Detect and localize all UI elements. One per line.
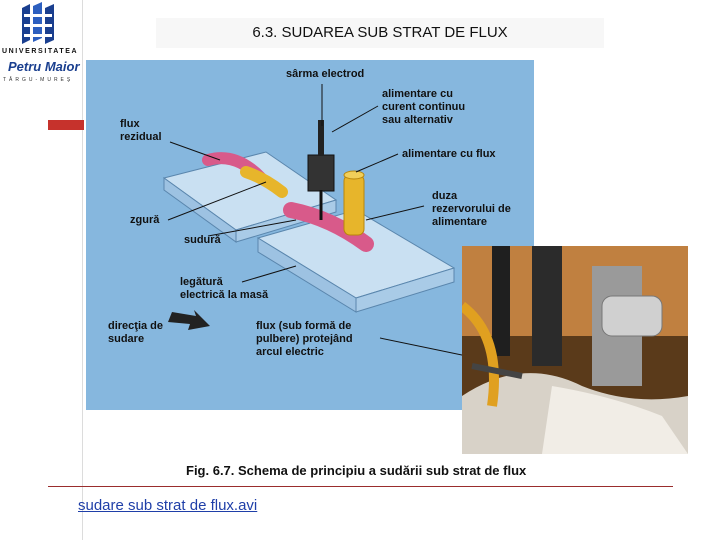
logo-name-text: Petru Maior xyxy=(8,59,80,74)
video-link[interactable]: sudare sub strat de flux.avi xyxy=(78,497,258,514)
label-sarma-electrod: sârma electrod xyxy=(286,68,365,80)
slide-title: 6.3. SUDAREA SUB STRAT DE FLUX xyxy=(156,18,604,48)
sidebar xyxy=(0,0,84,540)
label-duza: duza rezervorului de alimentare xyxy=(432,190,511,228)
label-directia-sudare: direcţia de sudare xyxy=(108,320,164,345)
university-logo: UNIVERSITATEA Petru Maior TÂRGU-MUREŞ xyxy=(0,0,84,100)
accent-bar xyxy=(48,120,84,130)
logo-city-text: TÂRGU-MUREŞ xyxy=(3,77,74,83)
logo-emblem-icon xyxy=(22,2,54,44)
flux-nozzle xyxy=(343,174,365,236)
sidebar-divider xyxy=(82,0,83,540)
label-legatura-masa: legătură electrică la masă xyxy=(180,276,269,301)
slag-layer xyxy=(240,166,288,198)
welding-diagram xyxy=(162,84,487,361)
label-alimentare-curent: alimentare cu curent continuu sau altern… xyxy=(382,88,466,126)
figure-caption: Fig. 6.7. Schema de principiu a sudării … xyxy=(186,463,527,478)
caption-divider xyxy=(48,486,673,487)
logo-university-text: UNIVERSITATEA xyxy=(2,48,79,55)
flux-deposit xyxy=(283,202,374,252)
label-zgura: zgură xyxy=(130,214,160,226)
label-flux-pulbere: flux (sub formă de pulbere) protejând ar… xyxy=(256,320,353,358)
welding-photo xyxy=(462,246,688,454)
direction-arrow-icon xyxy=(168,310,210,330)
label-alimentare-flux: alimentare cu flux xyxy=(402,148,496,160)
label-flux-rezidual: flux rezidual xyxy=(120,118,162,143)
electrode-holder xyxy=(307,154,335,192)
diagram-panel: sârma electrod alimentare cu curent cont… xyxy=(86,60,534,410)
label-sudura: sudură xyxy=(184,234,221,246)
